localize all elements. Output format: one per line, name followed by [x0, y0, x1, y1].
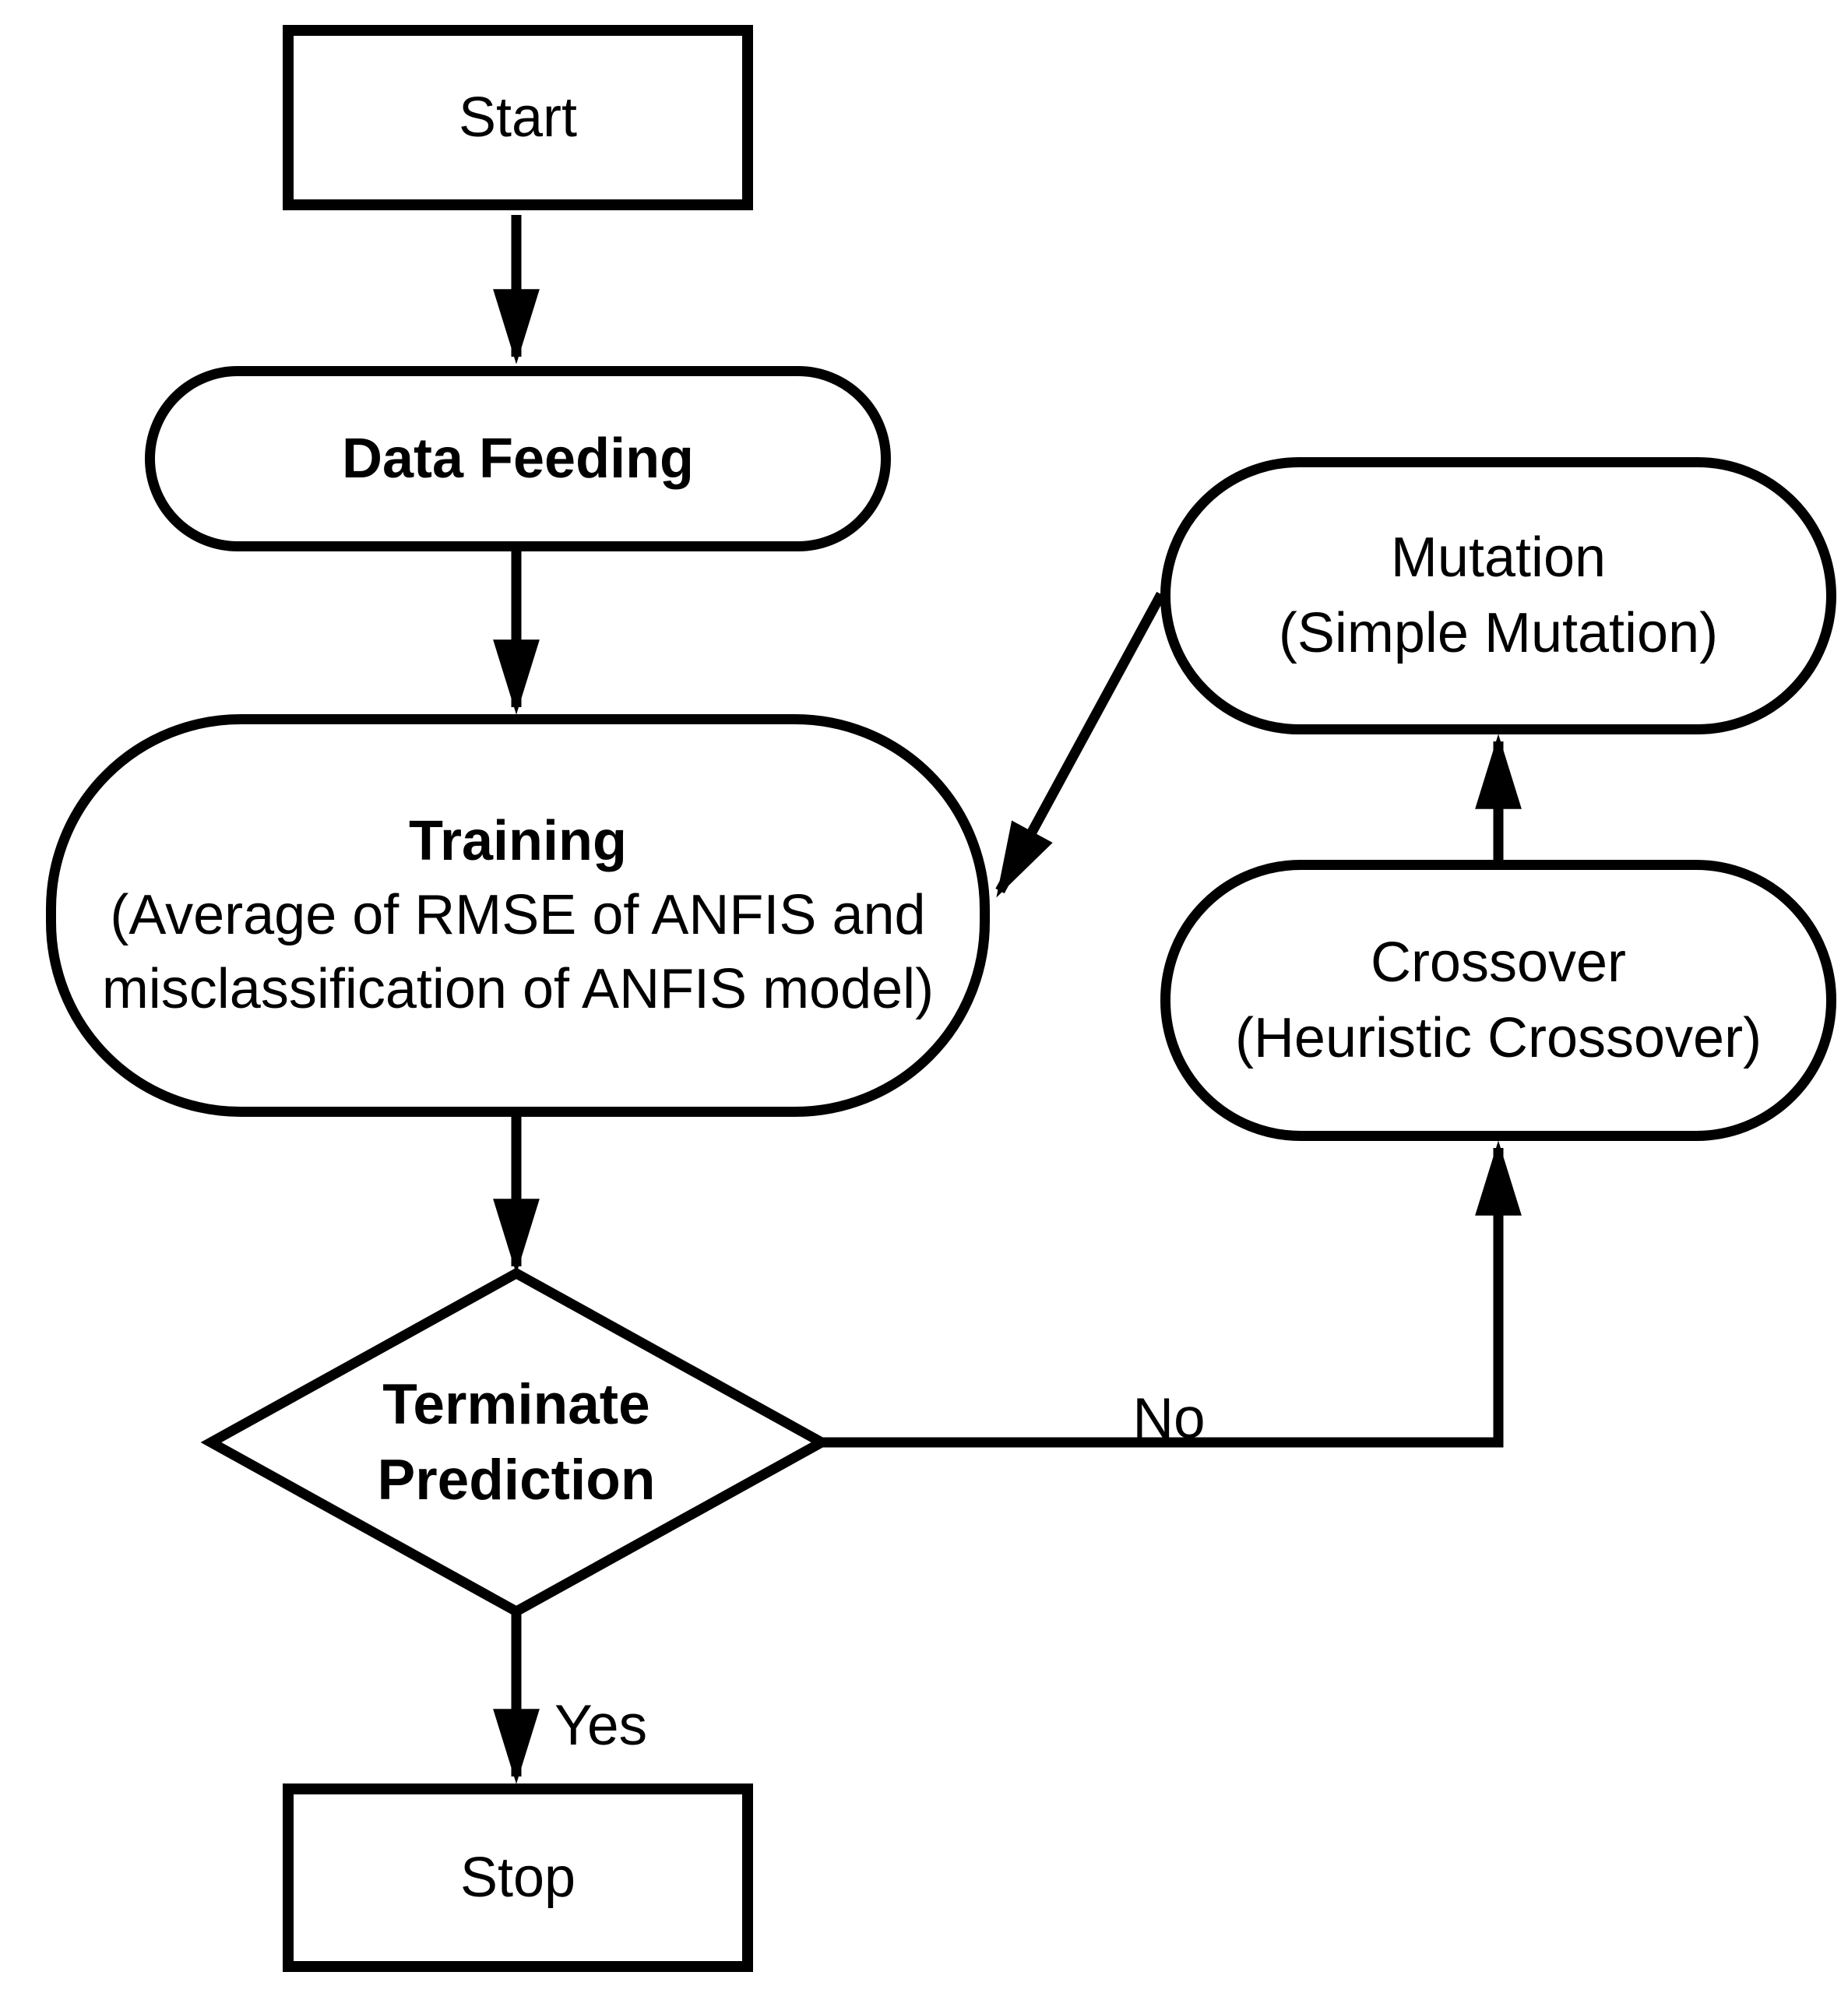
edge-mutation-to-training — [995, 591, 1166, 898]
node-data-feeding: Data Feeding — [145, 366, 891, 551]
node-crossover-subtitle: (Heuristic Crossover) — [1234, 1006, 1762, 1069]
node-terminate-prediction: Terminate Prediction — [211, 1273, 822, 1611]
node-start-label: Start — [458, 86, 578, 149]
node-training-detail-line-1: (Average of RMSE of ANFIS and — [110, 884, 926, 946]
node-training-detail-line-2: misclassification of ANFIS model) — [101, 958, 935, 1020]
node-stop: Stop — [283, 1783, 753, 1972]
edge-label-no: No — [1132, 1387, 1206, 1450]
node-terminate-prediction-line-1: Terminate — [382, 1373, 650, 1436]
node-stop-label: Stop — [459, 1846, 576, 1909]
node-mutation: Mutation (Simple Mutation) — [1160, 457, 1836, 734]
node-crossover-title: Crossover — [1370, 931, 1627, 994]
node-mutation-subtitle: (Simple Mutation) — [1278, 602, 1719, 664]
node-training: Training (Average of RMSE of ANFIS and m… — [46, 714, 990, 1117]
node-terminate-prediction-line-2: Prediction — [377, 1449, 656, 1512]
node-mutation-title: Mutation — [1390, 526, 1607, 589]
node-training-title: Training — [408, 810, 628, 872]
node-crossover: Crossover (Heuristic Crossover) — [1160, 860, 1836, 1141]
edge-label-yes: Yes — [554, 1694, 648, 1757]
edge-terminate-prediction-to-crossover-no — [822, 1140, 1522, 1448]
node-data-feeding-label: Data Feeding — [341, 427, 695, 490]
node-start: Start — [283, 25, 753, 210]
